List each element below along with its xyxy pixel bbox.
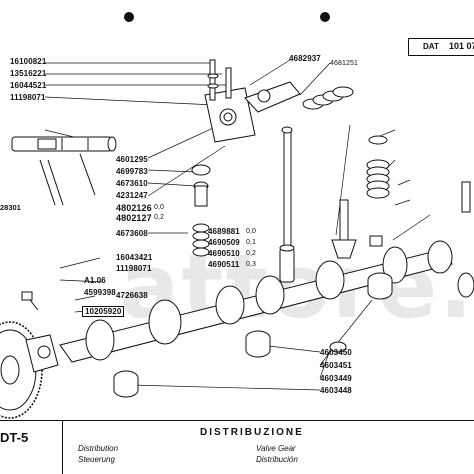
shims-drawing <box>191 164 211 257</box>
size-value: 0,3 <box>246 261 257 268</box>
rocker-shaft-drawing <box>11 136 117 206</box>
part-number: 4699783 <box>116 167 148 176</box>
section-code: DT-5 <box>0 430 29 445</box>
timing-gear-drawing <box>0 291 59 419</box>
part-number: 4802126 <box>116 203 152 213</box>
footer-divider <box>62 421 63 474</box>
translation-spanish: Distribución <box>256 455 298 464</box>
part-number: 4802127 <box>116 213 152 223</box>
part-number: 4231247 <box>116 191 148 200</box>
translation-english-left: Distribution <box>78 444 119 453</box>
part-number: 4681251 <box>330 60 358 67</box>
dat-label: DAT <box>423 42 439 51</box>
part-number: 4690511 <box>208 260 240 269</box>
footer-rule <box>0 420 474 422</box>
part-number: 4601295 <box>116 155 148 164</box>
spring-washers-drawing <box>302 86 354 110</box>
camshaft-bearings-drawing <box>113 272 393 398</box>
part-number: 4599398 <box>84 288 116 297</box>
part-number: 4726638 <box>116 291 148 300</box>
part-number: 16043421 <box>116 253 153 262</box>
part-number: 13516221 <box>10 69 47 78</box>
translation-german: Steuerung <box>78 455 115 464</box>
translation-english-right: Valve Gear <box>256 444 296 453</box>
push-rod-drawing <box>279 126 295 283</box>
part-number: 4690510 <box>208 249 240 258</box>
part-number: 4603451 <box>320 361 352 370</box>
rocker-support-drawing <box>204 59 301 143</box>
camshaft-drawing <box>59 240 453 363</box>
part-number: 11198071 <box>10 93 46 102</box>
size-value: 0,0 <box>246 228 257 235</box>
size-value: 0,0 <box>154 204 165 211</box>
part-number: 4689881 <box>208 227 240 236</box>
part-number: 4673610 <box>116 179 148 188</box>
size-value: 0,2 <box>154 214 165 221</box>
part-number: 4682937 <box>289 54 321 63</box>
part-number: 4673608 <box>116 229 148 238</box>
part-number: 16044521 <box>10 81 47 90</box>
part-number: 4603450 <box>320 348 352 357</box>
valve-assembly-drawing <box>331 135 474 298</box>
part-number: 4603448 <box>320 386 352 395</box>
size-value: 0,2 <box>246 250 257 257</box>
part-number: A1.06 <box>84 276 106 285</box>
binder-hole <box>124 12 134 22</box>
left-edge-part-number: 28301 <box>0 203 21 212</box>
leader-lines <box>44 59 431 391</box>
dat-reference-box: DAT 101 07 <box>408 38 474 56</box>
part-number: 10205920 <box>82 306 125 317</box>
dat-value: 101 07 <box>449 41 474 51</box>
part-number: 4603449 <box>320 374 352 383</box>
binder-hole <box>320 12 330 22</box>
part-number: 4690509 <box>208 238 240 247</box>
size-value: 0,1 <box>246 239 257 246</box>
part-number: 16100821 <box>10 57 47 66</box>
part-number: 11198071 <box>116 264 152 273</box>
section-title: DISTRIBUZIONE <box>200 427 304 438</box>
